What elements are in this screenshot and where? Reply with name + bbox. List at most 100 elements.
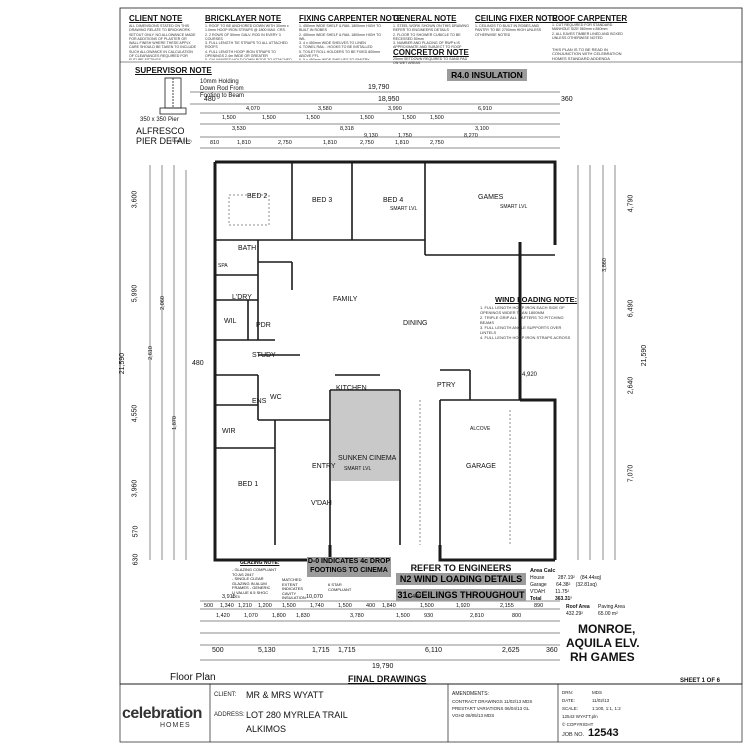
final-drawings-label: FINAL DRAWINGS <box>348 674 427 684</box>
amendment-item: PRESTART VARIATIONS 06/04/13 GL <box>452 706 530 711</box>
copyright: © COPYRIGHT <box>562 722 594 727</box>
bottom-row2-dim: 1,840 <box>382 603 396 609</box>
supervisor-note-title: SUPERVISOR NOTE <box>135 66 212 75</box>
area-calc-title: Area Calc <box>530 568 556 574</box>
room-games: GAMES <box>478 194 504 201</box>
bottom-row4-dim: 5,130 <box>258 647 276 654</box>
address-label: ADDRESS: <box>214 712 245 718</box>
refer-engineers-label: REFER TO ENGINEERS <box>410 563 512 573</box>
room-pdr: PDR <box>256 322 271 329</box>
alfresco-pier-label: 350 x 350 Pier <box>140 117 179 123</box>
area-label: V'DAH <box>530 589 545 595</box>
top-row4-dim: 1,810 <box>237 140 251 146</box>
area-label: House <box>530 575 545 581</box>
top-row3-dim: 8,318 <box>340 126 354 132</box>
top-row3-dim: 3,530 <box>232 126 246 132</box>
roof-area-label: Roof Area <box>566 604 590 610</box>
top-row4-dim: 2,750 <box>360 140 374 146</box>
left-dim: 480 <box>192 360 204 367</box>
paving-area-label: Paving Area <box>598 604 625 610</box>
bottom-row3-dim: 1,830 <box>296 613 310 619</box>
detail-scale-label: (Scale 1:20) <box>170 138 192 143</box>
scale-label: SCALE: <box>562 706 579 711</box>
bottom-row2-dim: 1,500 <box>282 603 296 609</box>
r40-insulation-banner: R4.0 INSULATION <box>447 69 527 81</box>
top-dim-480: 480 <box>204 96 216 103</box>
area-value: 11.75² <box>555 589 570 595</box>
room-bed3: BED 3 <box>312 197 333 204</box>
area-label: Total <box>530 596 542 602</box>
room-spa: SPA <box>218 263 228 269</box>
bottom-row3-dim: 3,780 <box>350 613 364 619</box>
title-block-lines <box>119 683 743 743</box>
fixing-carpenter-note-body: 1. 450mm WIDE SHELF & RAIL 1800mm HIGH T… <box>299 24 382 60</box>
smart-lvl-label: SMART LVL <box>344 466 372 472</box>
left-dim: 3,960 <box>131 479 139 498</box>
general-note-body: 1. STEEL WORK SHOWN ON THIS DRAWING REFE… <box>393 24 469 48</box>
top-row2-dim: 1,500 <box>430 115 444 121</box>
right-dim: 21,590 <box>641 344 649 367</box>
roof-area-value: 432.29² <box>566 611 583 617</box>
bottom-row2-dim: 1,340 <box>220 603 234 609</box>
room-pantry: PTRY <box>437 382 456 389</box>
drn-value: MDS <box>592 690 602 695</box>
client-name: MR & MRS WYATT <box>246 690 324 700</box>
bottom-row4-dim: 360 <box>546 647 558 654</box>
alfresco-detail-label: ALFRESCO PIER DETAIL <box>136 126 191 146</box>
bottom-row2-dim: 1,920 <box>456 603 470 609</box>
amendment-item: VGH2 06/05/13 MDS <box>452 713 495 718</box>
room-alcove: ALCOVE <box>470 426 491 432</box>
bottom-row3-dim: 930 <box>424 613 434 619</box>
area-label: Garage <box>530 582 547 588</box>
drn-label: DRN: <box>562 690 573 695</box>
top-row1-dim: 3,580 <box>318 106 332 112</box>
right-dim: 3,860 <box>601 258 608 272</box>
top-row2-dim: 1,500 <box>360 115 374 121</box>
bottom-row1-dim: 3,915 <box>222 594 236 600</box>
right-dimension-lines <box>577 165 616 560</box>
ceilings-banner: 31c CEILINGS THROUGHOUT <box>396 589 526 601</box>
left-dim: 2,610 <box>147 346 154 360</box>
top-dim-360: 360 <box>561 96 573 103</box>
top-row3-dim: 3,100 <box>475 126 489 132</box>
bottom-row2-dim: 1,500 <box>420 603 434 609</box>
area-sq: (84.44sq) <box>580 575 602 581</box>
room-study: STUDY <box>252 352 276 359</box>
internal-walls <box>215 162 555 545</box>
top-row3-dim: 9,130 <box>364 133 378 139</box>
bricklayer-note-body: 1. ROOF TO BE ANCHORED DOWN WITH 30mm x … <box>205 24 292 60</box>
bottom-row4-dim: 1,715 <box>338 647 356 654</box>
bottom-row4-dim: 6,110 <box>425 647 442 654</box>
top-row1-dim: 6,910 <box>478 106 492 112</box>
area-value: 287.19² <box>557 575 575 581</box>
bottom-row2-dim: 1,200 <box>258 603 272 609</box>
bottom-row2-dim: 1,500 <box>338 603 352 609</box>
brand-sub: HOMES <box>160 722 191 729</box>
top-overall-dim-b: 18,950 <box>378 96 400 103</box>
six-star-note: 6 STAR COMPLIANT <box>328 582 352 592</box>
scale-value: 1:100, 1:1, 1:2 <box>592 706 621 711</box>
room-kitchen: KITCHEN <box>336 385 367 392</box>
bricklayer-note-title: BRICKLAYER NOTE <box>205 14 282 23</box>
address-line-2: ALKIMOS <box>246 724 287 734</box>
room-laundry: L'DRY <box>232 294 252 301</box>
area-calc-row: Garage 64.38² (32.81sq) <box>530 582 597 588</box>
d0-indicates-banner: D-0 INDICATES 4c DROP FOOTINGS TO CINEMA <box>307 557 391 577</box>
bottom-row3-dim: 1,070 <box>244 613 258 619</box>
room-dining: DINING <box>403 320 428 327</box>
glazing-note-title: GLAZING NOTE: <box>240 560 280 566</box>
room-bath: BATH <box>238 245 257 252</box>
area-value: 363.31² <box>554 596 572 602</box>
room-ens: ENS <box>252 398 267 405</box>
area-value: 64.38² <box>556 582 571 588</box>
bottom-row3-dim: 800 <box>512 613 522 619</box>
room-family: FAMILY <box>333 296 358 303</box>
ceiling-fixer-note-body: 1. CEILINGS TO BUILT IN ROBES AND PANTRY… <box>475 24 542 37</box>
left-dim: 570 <box>132 525 140 538</box>
cinema-fill <box>331 391 399 481</box>
top-row4-dim: 2,750 <box>430 140 444 146</box>
bottom-overall-dim: 19,790 <box>372 663 394 670</box>
general-note-title: GENERAL NOTE <box>393 14 457 23</box>
bottom-row2-dim: 1,210 <box>238 603 252 609</box>
left-dim: 21,590 <box>119 352 127 375</box>
